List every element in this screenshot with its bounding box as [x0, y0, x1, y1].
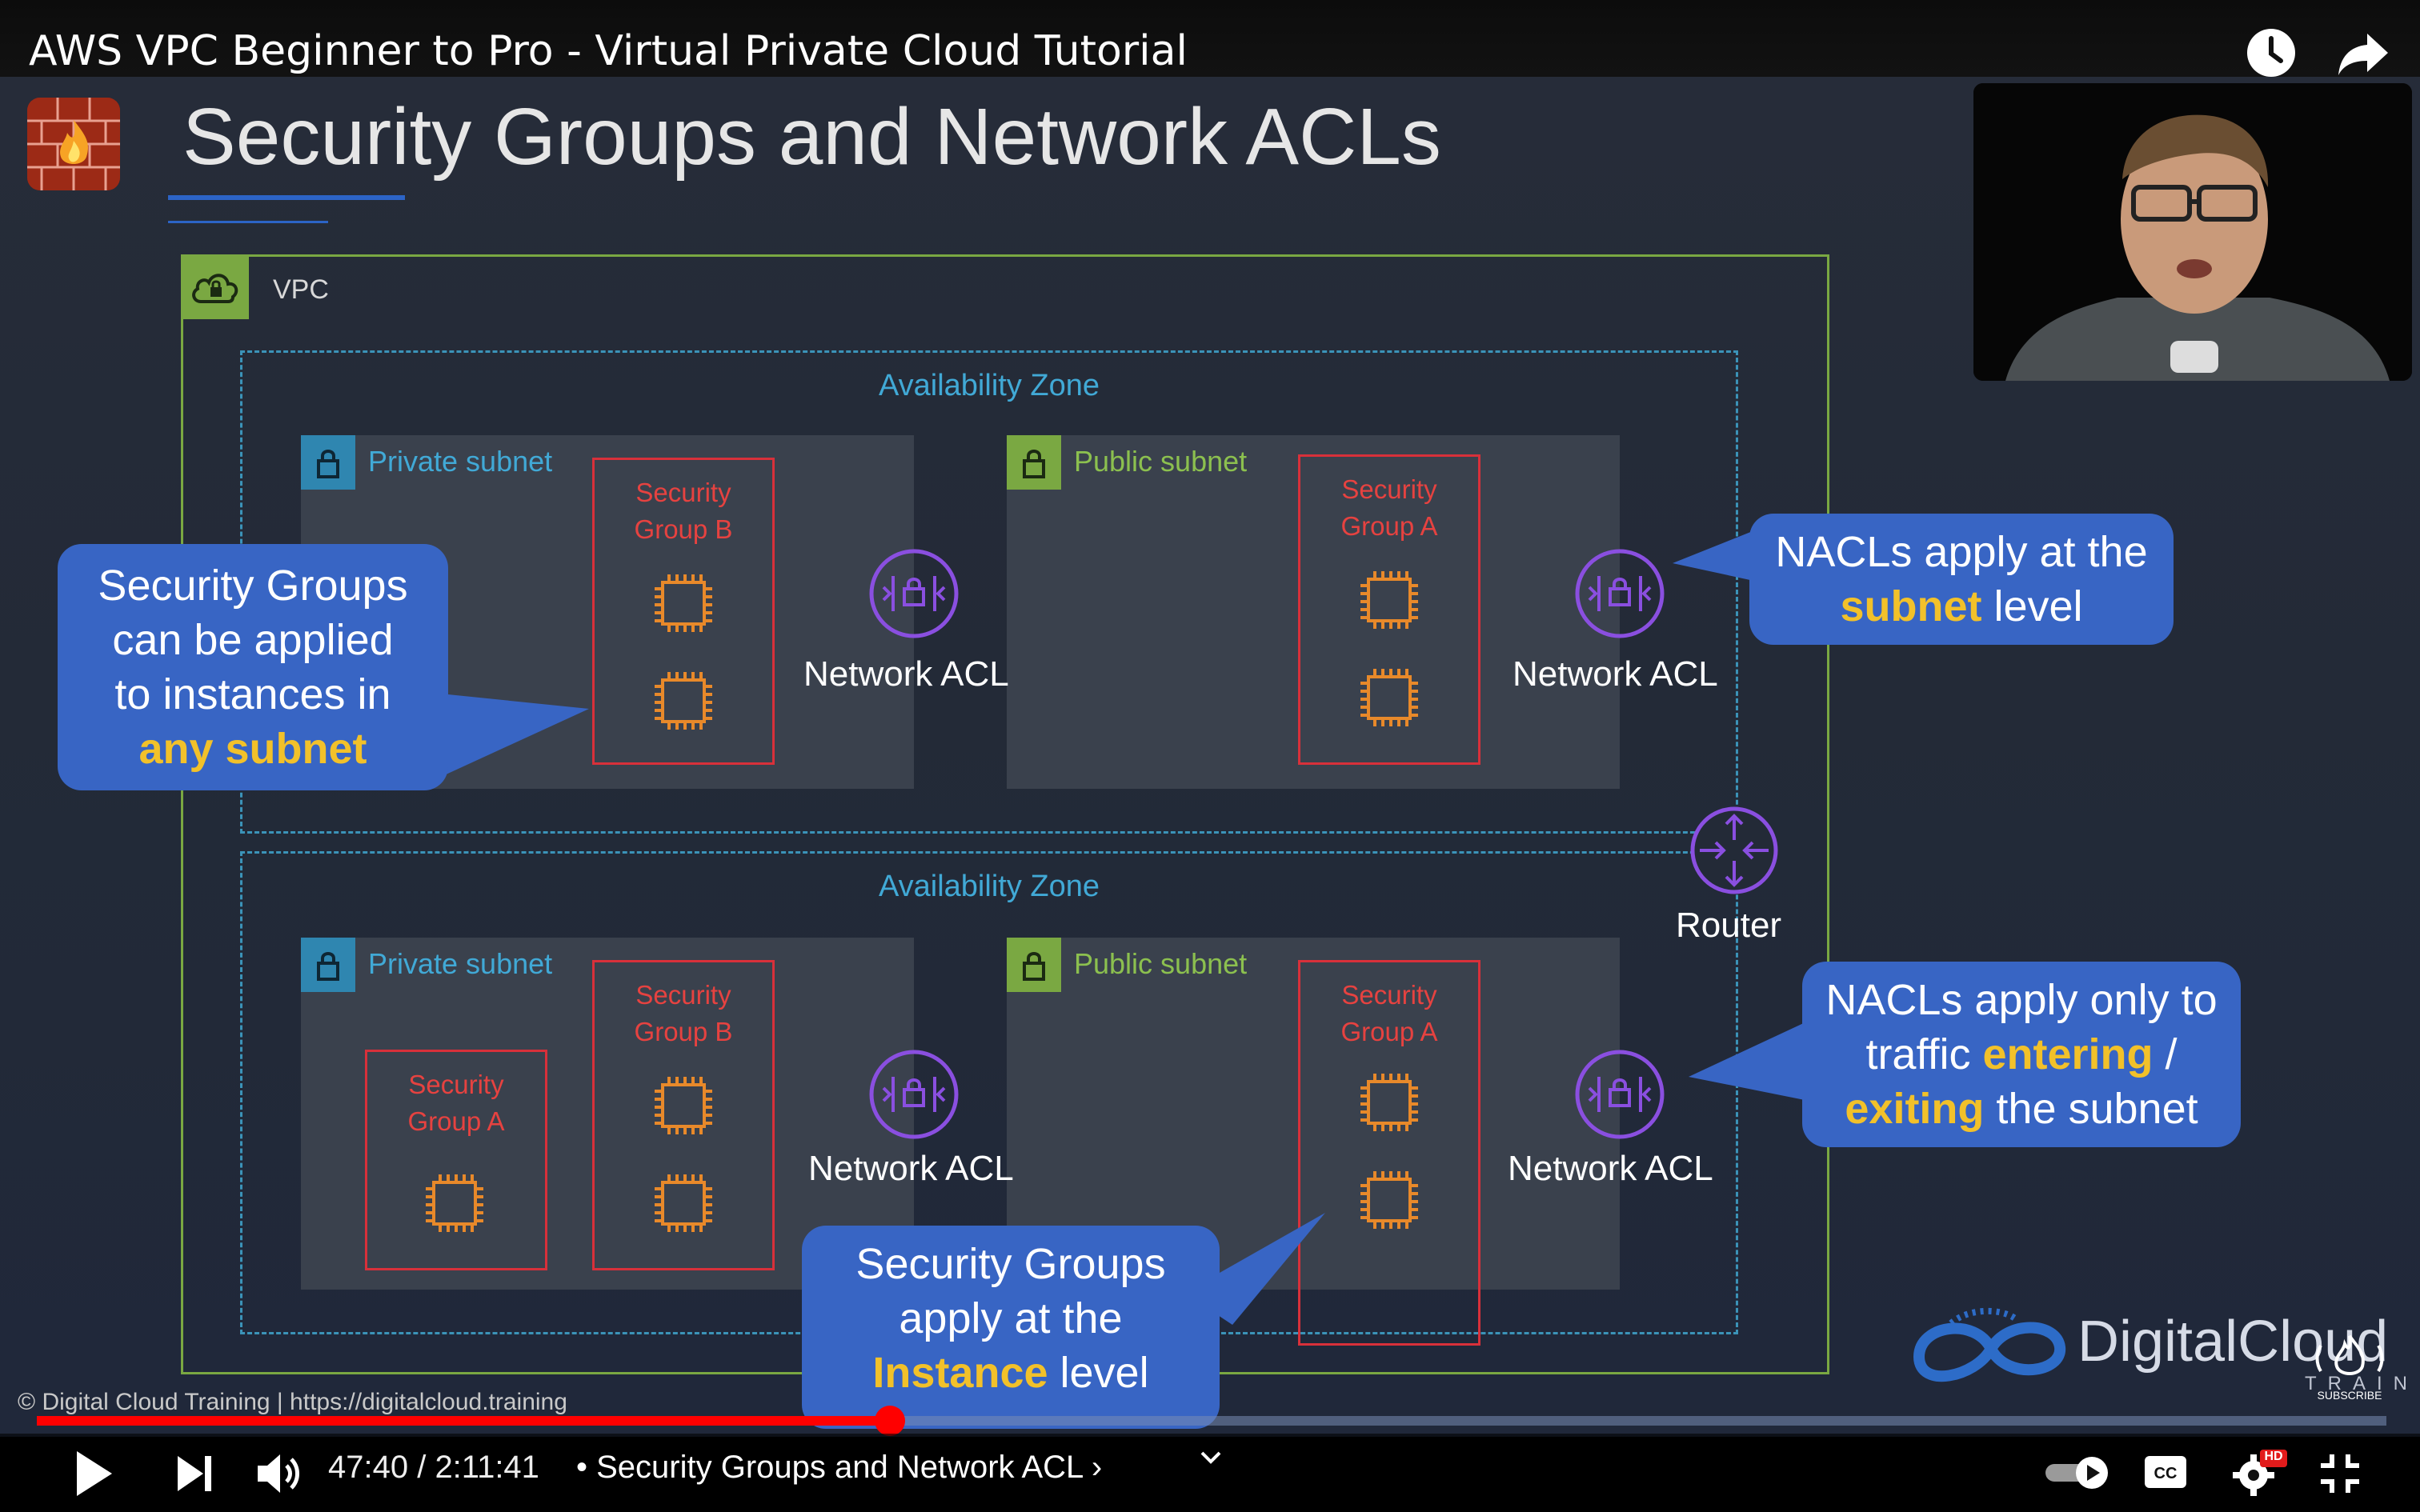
callout-nacl-entering-exiting: NACLs apply only to traffic entering / e… [1802, 962, 2241, 1147]
copyright-notice: © Digital Cloud Training | https://digit… [18, 1389, 567, 1415]
network-acl-icon [869, 549, 959, 638]
lock-icon [1007, 435, 1061, 490]
network-acl-icon [1575, 1050, 1665, 1139]
az-label: Availability Zone [878, 870, 1100, 903]
callout-nacl-subnet-level: NACLs apply at the subnet level [1749, 514, 2174, 645]
video-title-bar: AWS VPC Beginner to Pro - Virtual Privat… [0, 0, 2420, 77]
hd-badge: HD [2264, 1450, 2283, 1463]
captions-icon[interactable]: CC [2142, 1453, 2190, 1491]
chapter-title[interactable]: • Security Groups and Network ACL › [576, 1450, 1103, 1485]
next-icon[interactable] [173, 1451, 218, 1496]
svg-text:CC: CC [2154, 1465, 2178, 1482]
progress-bar[interactable] [37, 1416, 2386, 1426]
subnet-label: Public subnet [1074, 947, 1248, 980]
az-label: Availability Zone [878, 369, 1100, 402]
router-label: Router [1676, 906, 1782, 945]
callout-pointer [1689, 1021, 1809, 1101]
network-acl-label: Network ACL [808, 1149, 1014, 1188]
lock-icon [1007, 938, 1061, 992]
ec2-instance-icon [1360, 571, 1418, 629]
firewall-logo-icon [27, 98, 120, 190]
network-acl-label: Network ACL [1512, 654, 1718, 694]
time-display: 47:40 / 2:11:41 [328, 1450, 539, 1485]
ec2-instance-icon [426, 1174, 483, 1232]
router-icon [1690, 806, 1778, 894]
callout-pointer [432, 693, 589, 781]
subscribe-button[interactable]: SUBSCRIBE [2313, 1330, 2386, 1402]
play-icon[interactable] [70, 1448, 115, 1499]
player-controls: CC HD [0, 1434, 2420, 1512]
vpc-cloud-icon [183, 257, 249, 319]
volume-icon[interactable] [254, 1450, 304, 1498]
subnet-label: Public subnet [1074, 445, 1248, 478]
chapter-expand-icon[interactable] [1199, 1448, 1223, 1467]
callout-sg-instance-level: Security Groups apply at the Instance le… [802, 1226, 1220, 1429]
subscribe-label: SUBSCRIBE [2317, 1389, 2382, 1402]
callout-sg-any-subnet: Security Groups can be applied to instan… [58, 544, 448, 790]
progress-bar-played [37, 1416, 890, 1426]
vpc-label: VPC [273, 274, 329, 305]
ec2-instance-icon [1360, 669, 1418, 726]
network-acl-icon [869, 1050, 959, 1139]
brand-subtitle: TRAINING [2305, 1373, 2420, 1394]
subscribe-icon [2315, 1334, 2384, 1375]
ec2-instance-icon [655, 574, 712, 632]
exit-fullscreen-icon[interactable] [2318, 1451, 2362, 1496]
ec2-instance-icon [655, 672, 712, 730]
subnet-label: Private subnet [368, 947, 553, 980]
scrubber-handle[interactable] [875, 1406, 905, 1436]
webcam-overlay [1973, 83, 2412, 381]
presenter-image [1973, 83, 2412, 381]
watch-later-icon[interactable] [2246, 27, 2297, 78]
ec2-instance-icon [655, 1077, 712, 1134]
network-acl-label: Network ACL [803, 654, 1009, 694]
public-subnet-1: Public subnet [1007, 435, 1620, 789]
lock-icon [301, 435, 355, 490]
ec2-instance-icon [1360, 1074, 1418, 1131]
slide: Security Groups and Network ACLs VPC Ava… [0, 77, 2420, 1437]
callout-pointer [1673, 525, 1769, 584]
slide-title: Security Groups and Network ACLs [182, 92, 1441, 182]
network-acl-icon [1575, 549, 1665, 638]
autoplay-toggle-icon[interactable] [2042, 1453, 2114, 1493]
digitalcloud-logo-icon [1913, 1307, 2066, 1382]
network-acl-label: Network ACL [1508, 1149, 1713, 1188]
video-title[interactable]: AWS VPC Beginner to Pro - Virtual Privat… [29, 27, 1188, 75]
callout-pointer [1184, 1213, 1325, 1325]
ec2-instance-icon [655, 1174, 712, 1232]
availability-zone-1: Availability Zone [240, 350, 1738, 834]
share-icon[interactable] [2335, 27, 2391, 78]
subnet-label: Private subnet [368, 445, 553, 478]
ec2-instance-icon [1360, 1171, 1418, 1229]
lock-icon [301, 938, 355, 992]
title-underline-secondary [168, 221, 328, 223]
title-underline [168, 195, 405, 200]
settings-icon[interactable] [2231, 1448, 2287, 1498]
